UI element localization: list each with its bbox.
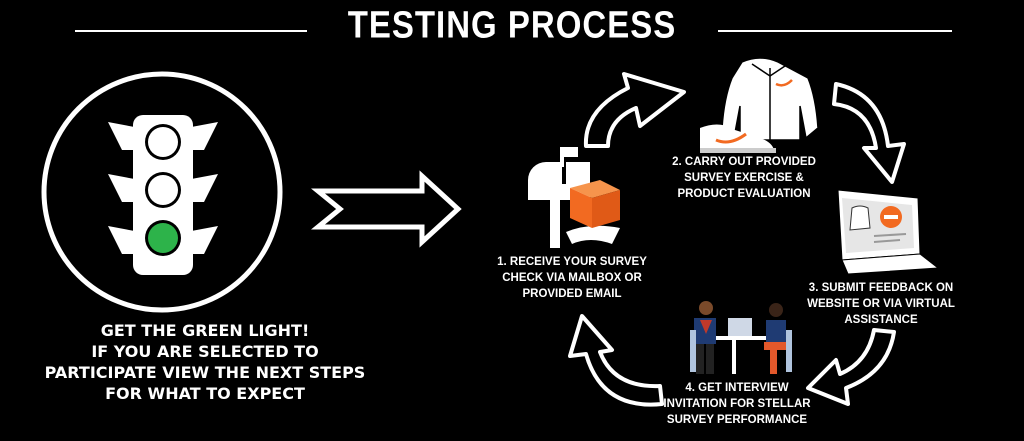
step-3-label: 3. SUBMIT FEEDBACK ON WEBSITE OR VIA VIR…: [796, 280, 966, 328]
interview-icon: [690, 301, 792, 374]
step-4-label: 4. GET INTERVIEW INVITATION FOR STELLAR …: [652, 380, 822, 428]
step-2-line: SURVEY EXERCISE &: [684, 172, 804, 184]
title-rule-left: [75, 30, 307, 32]
step-2-label: 2. CARRY OUT PROVIDED SURVEY EXERCISE & …: [664, 154, 824, 202]
step-1-line: 1. RECEIVE YOUR SURVEY: [497, 256, 647, 268]
step-4-line: SURVEY PERFORMANCE: [666, 414, 808, 426]
title-rule-right: [718, 30, 952, 32]
traffic-light-icon: [41, 71, 283, 313]
step-3-line: ASSISTANCE: [844, 314, 918, 326]
step-4-line: INVITATION FOR STELLAR: [663, 398, 811, 410]
step-1-line: PROVIDED EMAIL: [522, 288, 622, 300]
laptop-icon: [837, 189, 940, 275]
intro-line: GET THE GREEN LIGHT!: [100, 321, 310, 340]
step-2-line: PRODUCT EVALUATION: [677, 188, 811, 200]
sneaker-icon: [700, 124, 776, 153]
step-3-line: 3. SUBMIT FEEDBACK ON: [808, 282, 954, 294]
intro-line: PARTICIPATE VIEW THE NEXT STEPS: [44, 363, 366, 382]
jacket-icon: [721, 57, 819, 141]
cycle-arrow-icon: [568, 72, 906, 407]
intro-line: FOR WHAT TO EXPECT: [105, 384, 305, 403]
intro-line: IF YOU ARE SELECTED TO: [91, 342, 319, 361]
right-arrow-icon: [310, 170, 462, 248]
step-3-line: WEBSITE OR VIA VIRTUAL: [807, 298, 955, 310]
step-1-line: CHECK VIA MAILBOX OR: [502, 272, 642, 284]
intro-text: GET THE GREEN LIGHT! IF YOU ARE SELECTED…: [40, 320, 370, 404]
step-1-label: 1. RECEIVE YOUR SURVEY CHECK VIA MAILBOX…: [492, 254, 652, 302]
mailbox-icon: [528, 147, 620, 248]
page-title: TESTING PROCESS: [347, 3, 677, 46]
step-4-line: 4. GET INTERVIEW: [685, 382, 789, 394]
step-2-line: 2. CARRY OUT PROVIDED: [672, 156, 816, 168]
